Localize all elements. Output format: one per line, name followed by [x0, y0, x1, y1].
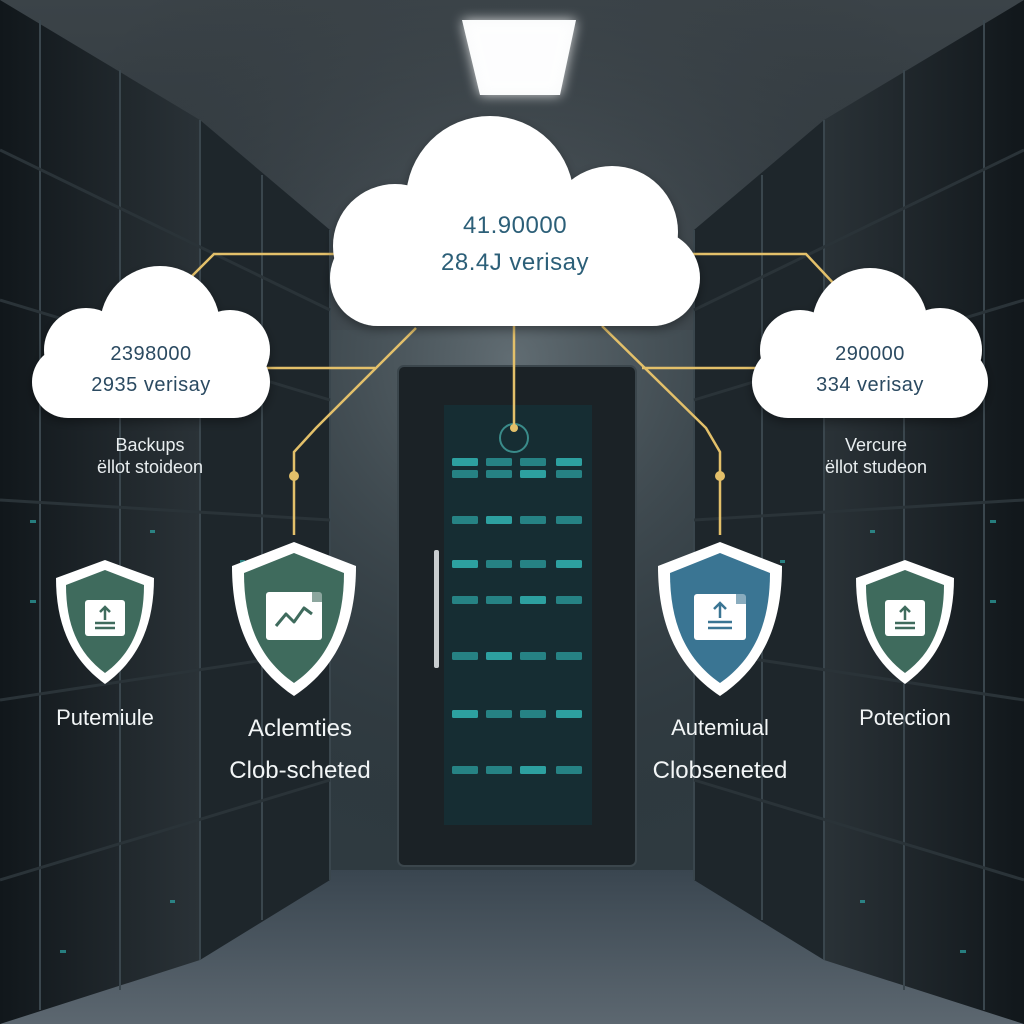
server-led — [452, 458, 478, 466]
shield-3-label-line2: Clobseneted — [652, 757, 788, 784]
shield-badge-2 — [226, 538, 362, 700]
server-led — [452, 652, 478, 660]
server-led — [520, 470, 546, 478]
ceiling-light-glow — [462, 20, 576, 95]
server-led — [520, 596, 546, 604]
server-led — [452, 560, 478, 568]
server-led — [452, 766, 478, 774]
right-caption-subtitle: ëllot studeon — [824, 457, 928, 477]
server-led — [486, 596, 512, 604]
connector-node — [510, 424, 518, 432]
shield-1-label: Putemiule — [56, 705, 154, 730]
server-led — [486, 766, 512, 774]
server-led — [556, 458, 582, 466]
server-led — [520, 458, 546, 466]
shield-3-label-line1: Autemiual — [671, 715, 769, 740]
server-led — [486, 516, 512, 524]
left-cloud-value: 2398000 — [110, 343, 192, 365]
left-caption-subtitle: ëllot stoideon — [96, 457, 204, 477]
right-cloud-subvalue: 334 verisay — [816, 374, 924, 396]
center-cloud — [330, 116, 700, 326]
server-led — [486, 458, 512, 466]
server-led — [486, 470, 512, 478]
server-led — [486, 710, 512, 718]
shield-badge-4 — [850, 556, 960, 688]
center-cloud-subvalue: 28.4J verisay — [441, 249, 589, 276]
upload-tray-icon — [694, 594, 746, 640]
server-led — [556, 652, 582, 660]
left-cloud-subvalue: 2935 verisay — [91, 374, 211, 396]
server-led — [520, 766, 546, 774]
server-led — [556, 596, 582, 604]
right-caption-title: Vercure — [844, 435, 908, 455]
shield-badge-3 — [652, 538, 788, 700]
left-cloud — [32, 266, 270, 418]
server-led-grid — [452, 458, 582, 774]
server-led — [556, 710, 582, 718]
server-led — [486, 560, 512, 568]
server-led — [486, 652, 512, 660]
upload-tray-icon — [885, 600, 925, 636]
server-led — [556, 470, 582, 478]
server-led — [520, 710, 546, 718]
right-cloud — [752, 268, 988, 418]
left-caption-title: Backups — [115, 435, 185, 455]
shield-badge-1 — [50, 556, 160, 688]
server-led — [556, 560, 582, 568]
connector-node — [289, 471, 299, 481]
connector-lines — [181, 252, 837, 535]
shield-2-label-line1: Aclemties — [247, 715, 353, 742]
server-led — [520, 516, 546, 524]
upload-tray-icon — [85, 600, 125, 636]
shield-2-label-line2: Clob-scheted — [229, 757, 371, 784]
server-led — [520, 652, 546, 660]
server-led — [520, 560, 546, 568]
server-led — [452, 710, 478, 718]
server-led — [556, 766, 582, 774]
server-led — [452, 596, 478, 604]
server-led — [452, 470, 478, 478]
server-led — [556, 516, 582, 524]
cabinet-handle — [434, 550, 439, 668]
server-led — [452, 516, 478, 524]
shield-4-label: Potection — [859, 705, 951, 730]
center-cloud-value: 41.90000 — [462, 212, 568, 239]
connector-node — [715, 471, 725, 481]
central-server-cabinet — [397, 365, 637, 867]
right-cloud-value: 290000 — [835, 343, 905, 365]
trend-chart-icon — [266, 592, 322, 640]
server-display-panel — [444, 405, 592, 825]
